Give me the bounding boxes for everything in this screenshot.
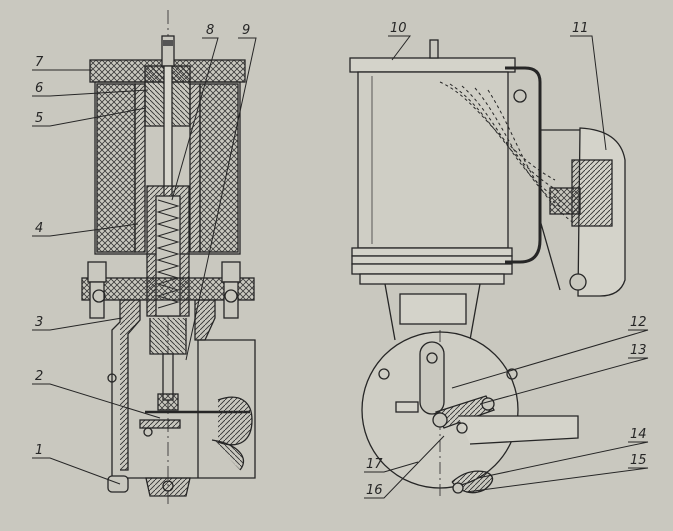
contact-holder [139,419,181,429]
terminal-lug-lower [211,439,245,471]
housing-screw [107,373,117,383]
bobbin-wall-left [134,83,146,253]
stem-block [157,393,179,411]
callout-labels: 1 2 3 4 5 6 7 8 9 10 11 12 13 14 15 16 1… [35,21,647,498]
lever-pin [481,397,495,411]
adjuster-screw [452,482,464,494]
disc-screw-left [378,368,390,380]
disc-screw-right [506,368,518,380]
terminal-box-screw [569,273,587,291]
lower-housing-outline [111,300,256,479]
terminal-lug-upper [217,396,253,446]
callout-10: 10 [390,21,407,36]
callout-11: 11 [572,21,589,36]
bracket-frame [505,66,542,264]
yoke-top-plate [349,57,516,73]
callout-8: 8 [206,23,214,38]
flat-arm [458,415,579,445]
base-plate [81,277,255,301]
callout-16: 16 [366,483,383,498]
foot-left [107,475,129,493]
bolt-left-shank [89,281,105,319]
bottom-terminal-block [145,477,191,497]
callout-17: 17 [366,457,383,472]
coil-cylinder [357,71,509,249]
bottom-terminal-screw [162,480,174,492]
callout-3: 3 [35,315,43,330]
housing-wall-right [194,299,216,341]
plunger-cup [149,318,187,355]
top-nut [163,40,173,46]
bolt-left-nut [92,289,106,303]
callout-12: 12 [630,315,647,330]
callout-6: 6 [35,81,43,96]
callout-9: 9 [242,23,250,38]
plunger-stem [162,353,174,401]
slot-pin-top [426,352,438,364]
terminal-strip [549,187,581,215]
bracket-screw-top [513,89,527,103]
coil-base [359,273,505,285]
neck-outline [384,283,481,341]
exterior-view [349,39,626,500]
coil-ring-2 [351,255,513,265]
coil-winding-right [199,83,239,253]
central-rod [163,65,173,207]
callout-15: 15 [630,453,647,468]
flat-arm-screw [456,422,468,434]
stop-bar [395,401,419,413]
callout-14: 14 [630,427,647,442]
lever-pivot [432,412,448,428]
callout-5: 5 [35,111,43,126]
neck-block [399,293,467,325]
bolt-right-head [221,261,241,283]
callout-1: 1 [35,443,43,458]
leader-lines [32,35,649,499]
disc-slot [419,341,445,415]
coil-ring-3 [351,263,513,275]
callout-7: 7 [35,55,44,70]
coil-ring-1 [351,247,513,257]
terminal-wire [539,219,561,291]
callout-2: 2 [35,369,43,384]
bolt-left-head [87,261,107,283]
contact-screw [143,427,153,437]
coil-winding-left [96,83,136,253]
top-terminal-post [429,39,439,59]
callout-13: 13 [630,343,647,358]
housing-wall-left [120,299,141,471]
callout-4: 4 [35,221,43,236]
bolt-right-nut [224,289,238,303]
sectional-view [81,10,256,505]
bobbin-wall-right [189,83,201,253]
